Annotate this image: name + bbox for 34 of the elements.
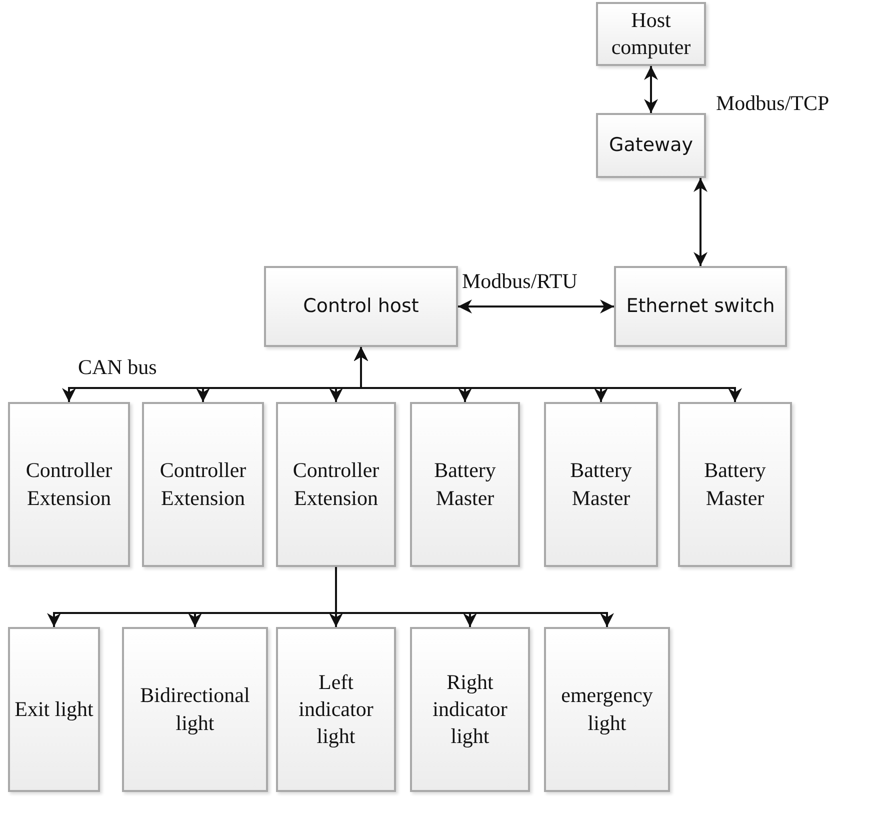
box-label: Controller Extension xyxy=(158,457,248,512)
process-box xyxy=(122,627,268,792)
box-label: Right indicator light xyxy=(432,668,508,750)
process-box xyxy=(410,402,520,567)
process-box xyxy=(276,402,396,567)
process-box xyxy=(544,402,658,567)
process-box xyxy=(410,627,530,792)
box-label: Bidirectional light xyxy=(139,682,251,736)
box-label: Gateway xyxy=(609,133,693,158)
box-label: Host computer xyxy=(610,6,692,61)
arrow xyxy=(644,66,658,113)
process-box xyxy=(276,627,396,792)
process-box xyxy=(544,627,670,792)
box-label: Ethernet switch xyxy=(626,294,775,319)
box-label: Control host xyxy=(303,294,419,319)
arrow xyxy=(694,178,708,266)
process-box xyxy=(596,113,706,178)
box-label: Controller Extension xyxy=(292,457,380,512)
box-label: Battery Master xyxy=(703,457,767,512)
process-box xyxy=(8,402,130,567)
box-label: emergency light xyxy=(560,682,654,736)
box-label: Controller Extension xyxy=(24,457,114,512)
box-label: Left indicator light xyxy=(298,668,374,750)
arrow xyxy=(458,300,614,314)
process-box xyxy=(596,2,706,66)
process-box xyxy=(264,266,458,347)
box-label: Exit light xyxy=(14,696,94,723)
process-box xyxy=(8,627,100,792)
arrow xyxy=(354,347,742,402)
process-box xyxy=(678,402,792,567)
process-box xyxy=(614,266,787,347)
box-label: Battery Master xyxy=(433,457,497,512)
process-box xyxy=(142,402,264,567)
box-label: Battery Master xyxy=(569,457,633,512)
